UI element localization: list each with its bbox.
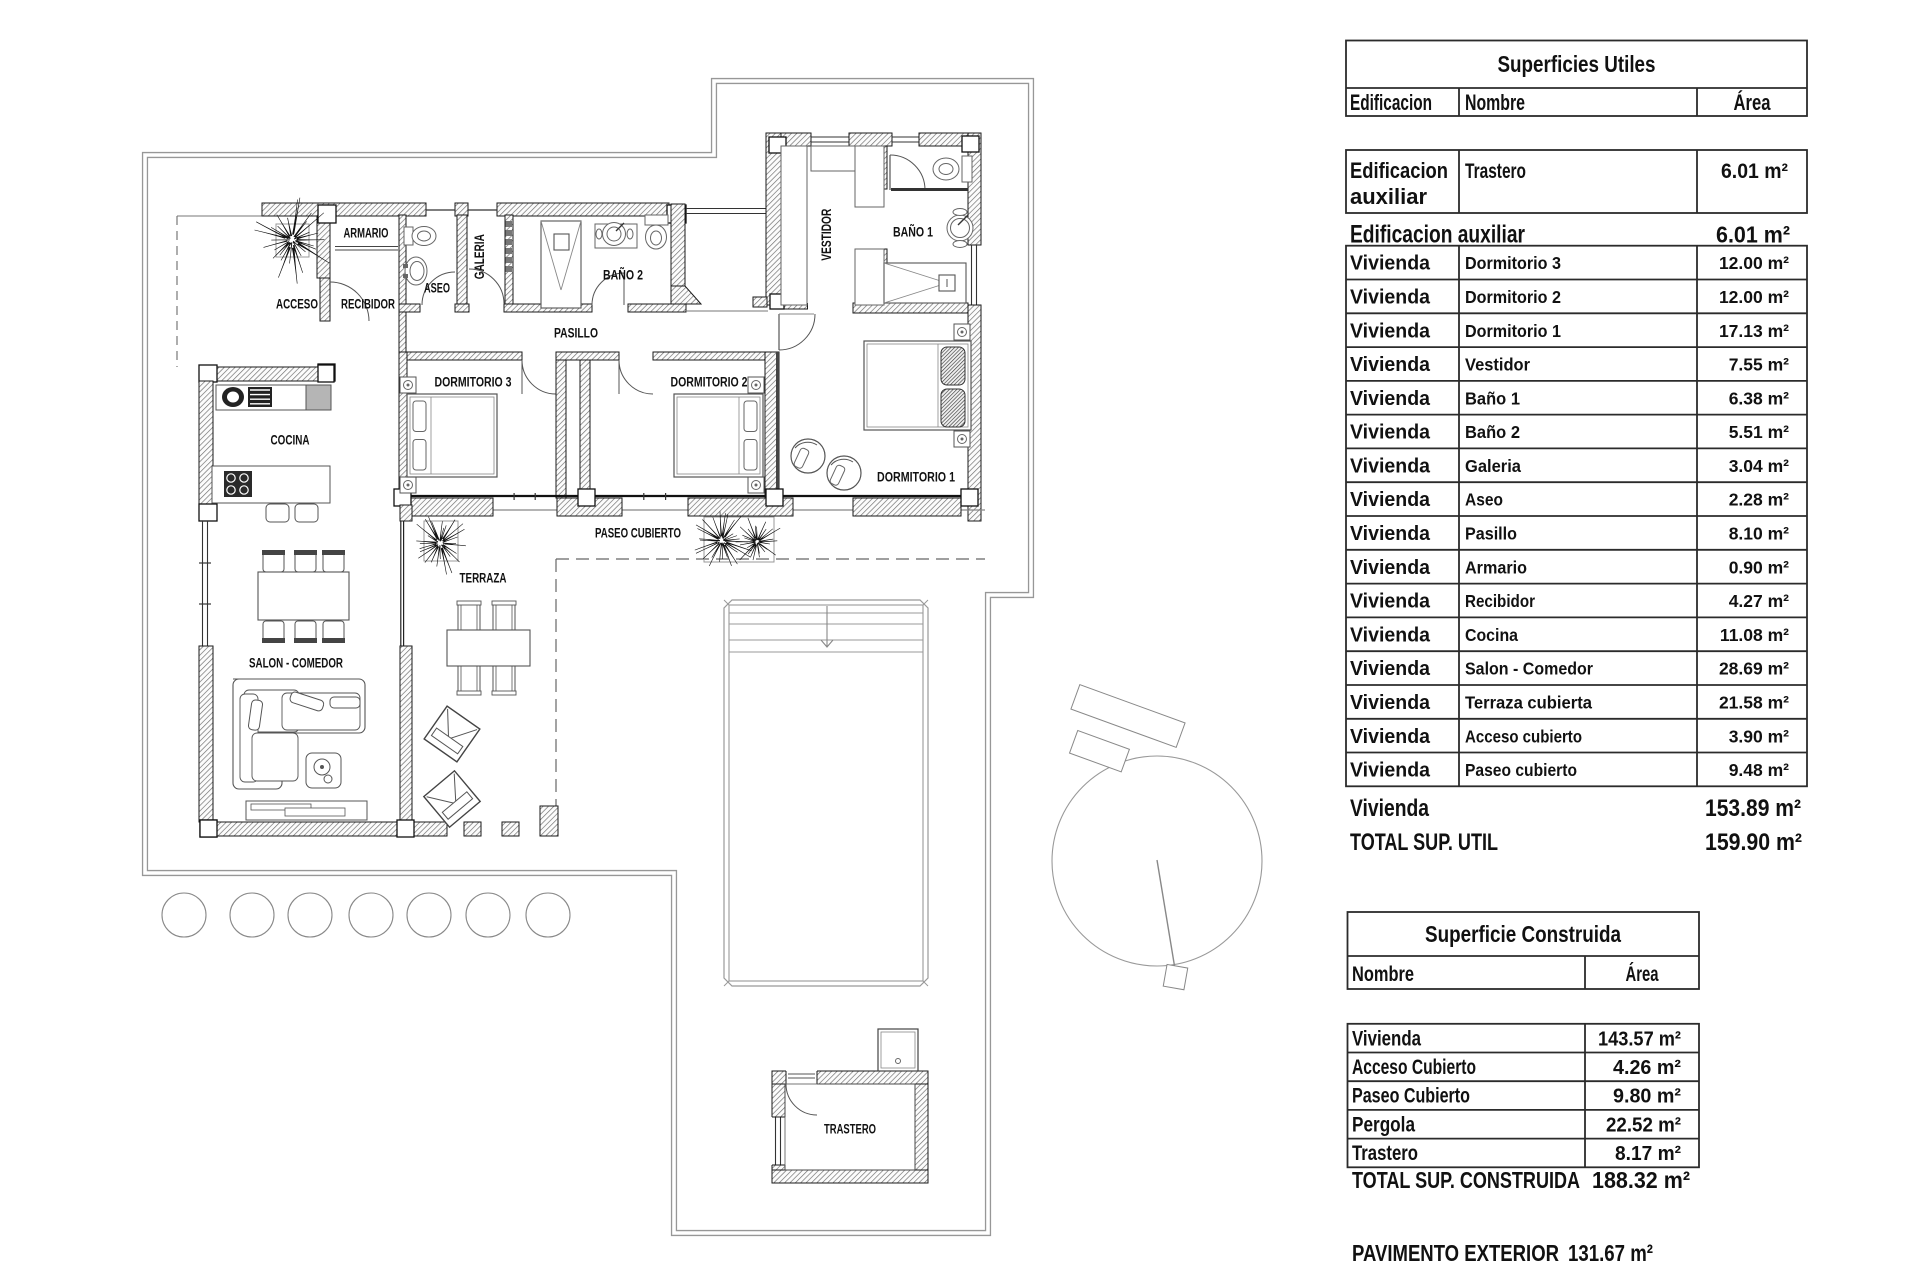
svg-text:Nombre: Nombre xyxy=(1465,90,1525,115)
svg-text:COCINA: COCINA xyxy=(271,433,310,448)
svg-text:159.90 m²: 159.90 m² xyxy=(1705,829,1802,856)
svg-text:2.28 m²: 2.28 m² xyxy=(1729,490,1789,510)
svg-text:131.67 m²: 131.67 m² xyxy=(1568,1240,1653,1266)
svg-text:9.48 m²: 9.48 m² xyxy=(1729,760,1789,780)
svg-text:28.69 m²: 28.69 m² xyxy=(1719,659,1789,679)
svg-text:DORMITORIO 2: DORMITORIO 2 xyxy=(671,375,748,390)
svg-text:GALERIA: GALERIA xyxy=(472,234,487,279)
svg-text:Vivienda: Vivienda xyxy=(1350,354,1431,376)
svg-text:7.55 m²: 7.55 m² xyxy=(1729,355,1789,375)
svg-text:5.51 m²: 5.51 m² xyxy=(1729,422,1789,442)
svg-text:RECIBIDOR: RECIBIDOR xyxy=(341,297,395,312)
svg-text:8.10 m²: 8.10 m² xyxy=(1729,524,1789,544)
svg-text:6.01 m²: 6.01 m² xyxy=(1721,160,1788,183)
svg-text:8.17 m²: 8.17 m² xyxy=(1615,1143,1681,1165)
svg-text:TOTAL SUP. UTIL: TOTAL SUP. UTIL xyxy=(1350,829,1498,856)
svg-text:0.90 m²: 0.90 m² xyxy=(1729,557,1789,577)
svg-text:22.52 m²: 22.52 m² xyxy=(1606,1114,1681,1136)
svg-text:Trastero: Trastero xyxy=(1465,159,1526,183)
svg-text:9.80 m²: 9.80 m² xyxy=(1613,1086,1681,1108)
svg-text:Superficie Construida: Superficie Construida xyxy=(1425,921,1621,947)
svg-text:Cocina: Cocina xyxy=(1465,625,1518,645)
svg-text:VESTIDOR: VESTIDOR xyxy=(819,209,834,261)
svg-text:TERRAZA: TERRAZA xyxy=(460,571,507,586)
svg-text:Nombre: Nombre xyxy=(1352,963,1414,986)
svg-text:Edificacion: Edificacion xyxy=(1350,158,1448,183)
svg-text:12.00 m²: 12.00 m² xyxy=(1719,253,1789,273)
svg-text:3.90 m²: 3.90 m² xyxy=(1729,726,1789,746)
svg-text:BAÑO 2: BAÑO 2 xyxy=(603,268,643,283)
svg-text:4.27 m²: 4.27 m² xyxy=(1729,591,1789,611)
svg-text:Vivienda: Vivienda xyxy=(1350,253,1431,275)
svg-text:Edificacion: Edificacion xyxy=(1350,90,1432,115)
svg-text:ARMARIO: ARMARIO xyxy=(344,226,389,241)
svg-text:Acceso cubierto: Acceso cubierto xyxy=(1465,726,1582,746)
svg-text:Vivienda: Vivienda xyxy=(1350,658,1431,680)
svg-text:Aseo: Aseo xyxy=(1465,490,1503,510)
svg-text:4.26 m²: 4.26 m² xyxy=(1613,1057,1681,1079)
svg-text:Vivienda: Vivienda xyxy=(1350,692,1431,714)
svg-text:Pasillo: Pasillo xyxy=(1465,524,1517,544)
svg-text:Dormitorio 3: Dormitorio 3 xyxy=(1465,253,1561,273)
svg-text:Vivienda: Vivienda xyxy=(1352,1027,1421,1050)
svg-text:Armario: Armario xyxy=(1465,557,1527,577)
svg-text:PASEO CUBIERTO: PASEO CUBIERTO xyxy=(595,526,681,541)
svg-text:Paseo cubierto: Paseo cubierto xyxy=(1465,760,1577,780)
svg-text:Trastero: Trastero xyxy=(1352,1142,1418,1165)
svg-text:Baño 1: Baño 1 xyxy=(1465,388,1520,408)
svg-text:TRASTERO: TRASTERO xyxy=(824,1122,876,1137)
svg-text:Paseo Cubierto: Paseo Cubierto xyxy=(1352,1085,1470,1108)
svg-text:ASEO: ASEO xyxy=(424,281,450,296)
svg-text:Superficies Utiles: Superficies Utiles xyxy=(1498,51,1656,77)
svg-text:Vivienda: Vivienda xyxy=(1350,489,1431,511)
svg-text:Vestidor: Vestidor xyxy=(1465,355,1530,375)
svg-text:17.13 m²: 17.13 m² xyxy=(1719,321,1789,341)
svg-text:Vivienda: Vivienda xyxy=(1350,760,1431,782)
svg-text:21.58 m²: 21.58 m² xyxy=(1719,693,1789,713)
svg-text:188.32 m²: 188.32 m² xyxy=(1592,1167,1690,1193)
svg-text:Vivienda: Vivienda xyxy=(1350,557,1431,579)
svg-text:Recibidor: Recibidor xyxy=(1465,591,1535,611)
svg-text:Vivienda: Vivienda xyxy=(1350,795,1430,822)
svg-text:Baño 2: Baño 2 xyxy=(1465,422,1520,442)
svg-text:Vivienda: Vivienda xyxy=(1350,320,1431,342)
svg-text:6.01 m²: 6.01 m² xyxy=(1716,222,1790,248)
svg-text:SALON - COMEDOR: SALON - COMEDOR xyxy=(249,656,343,671)
svg-text:BAÑO 1: BAÑO 1 xyxy=(893,225,933,240)
svg-text:DORMITORIO 1: DORMITORIO 1 xyxy=(877,470,955,485)
svg-text:Salon - Comedor: Salon - Comedor xyxy=(1465,659,1593,679)
svg-text:12.00 m²: 12.00 m² xyxy=(1719,287,1789,307)
svg-text:3.04 m²: 3.04 m² xyxy=(1729,456,1789,476)
svg-text:Área: Área xyxy=(1626,963,1659,986)
svg-text:auxiliar: auxiliar xyxy=(1350,184,1427,209)
svg-text:ACCESO: ACCESO xyxy=(276,297,318,312)
svg-text:TOTAL SUP. CONSTRUIDA: TOTAL SUP. CONSTRUIDA xyxy=(1352,1167,1580,1193)
svg-text:Vivienda: Vivienda xyxy=(1350,624,1431,646)
svg-text:DORMITORIO 3: DORMITORIO 3 xyxy=(435,375,512,390)
svg-text:Acceso Cubierto: Acceso Cubierto xyxy=(1352,1056,1476,1079)
svg-text:143.57 m²: 143.57 m² xyxy=(1598,1028,1681,1050)
svg-text:Terraza cubierta: Terraza cubierta xyxy=(1465,693,1592,713)
svg-text:Vivienda: Vivienda xyxy=(1350,726,1431,748)
svg-text:Edificacion auxiliar: Edificacion auxiliar xyxy=(1350,221,1525,249)
svg-text:6.38 m²: 6.38 m² xyxy=(1729,388,1789,408)
svg-text:Galeria: Galeria xyxy=(1465,456,1521,476)
svg-text:153.89 m²: 153.89 m² xyxy=(1705,795,1801,822)
svg-text:Vivienda: Vivienda xyxy=(1350,455,1431,477)
svg-text:Vivienda: Vivienda xyxy=(1350,287,1431,309)
svg-text:Vivienda: Vivienda xyxy=(1350,523,1431,545)
svg-text:Dormitorio 2: Dormitorio 2 xyxy=(1465,287,1561,307)
svg-text:Vivienda: Vivienda xyxy=(1350,591,1431,613)
svg-text:Área: Área xyxy=(1734,90,1772,115)
svg-text:Pergola: Pergola xyxy=(1352,1113,1415,1136)
svg-text:PASILLO: PASILLO xyxy=(554,326,598,341)
svg-text:Vivienda: Vivienda xyxy=(1350,422,1431,444)
svg-text:PAVIMENTO EXTERIOR: PAVIMENTO EXTERIOR xyxy=(1352,1240,1559,1266)
svg-text:Vivienda: Vivienda xyxy=(1350,388,1431,410)
svg-text:11.08 m²: 11.08 m² xyxy=(1720,625,1789,645)
svg-text:Dormitorio 1: Dormitorio 1 xyxy=(1465,321,1561,341)
